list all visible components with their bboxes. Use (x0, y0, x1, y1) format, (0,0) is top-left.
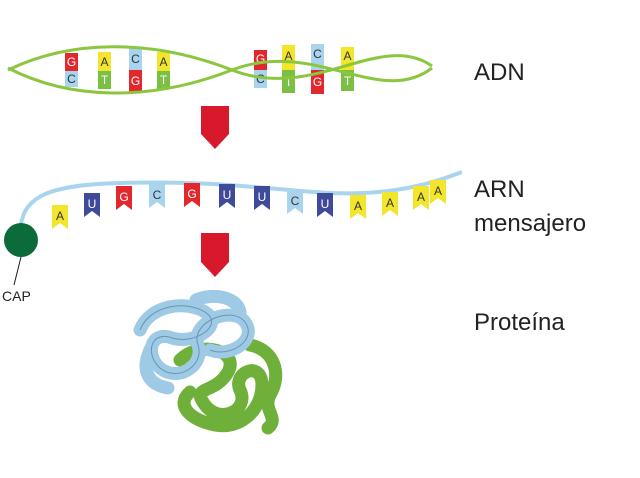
dna-base-label: C (131, 52, 140, 66)
mrna-base-4 (149, 184, 165, 208)
base-pair-dna-1-top (65, 53, 78, 71)
mrna-base-13 (430, 180, 446, 204)
mrna-base-3 (116, 186, 132, 210)
mrna-base-11 (382, 192, 398, 216)
mrna-base-label: U (321, 197, 330, 211)
mrna-base-label: U (223, 188, 232, 202)
dna-base-label: T (344, 74, 352, 88)
arrow-transcription (201, 106, 229, 149)
cap-structure (4, 223, 38, 257)
mrna-base-label: A (56, 209, 64, 223)
mrna-base-2 (84, 193, 100, 217)
mrna-base-10 (350, 195, 366, 219)
base-pair-dna-7-top (311, 44, 324, 70)
dna-base-label: A (159, 55, 167, 69)
label-mrna-line1: ARN (474, 176, 525, 203)
dna-helix-segment-2: G C A T C G A T (254, 44, 354, 94)
mrna-base-8 (287, 190, 303, 214)
arrow-translation (201, 233, 229, 277)
dna-base-label: T (160, 73, 168, 87)
dna-base-label: G (256, 52, 265, 66)
dna-base-label: T (101, 73, 109, 87)
label-dna: ADN (474, 59, 525, 86)
mrna-base-label: G (119, 190, 128, 204)
dna-base-label: C (313, 47, 322, 61)
protein-chain-blue-2 (139, 290, 247, 395)
dna-base-label: C (256, 72, 265, 86)
dna-base-label: G (313, 75, 322, 89)
dna-base-label: T (285, 75, 293, 89)
base-pair-dna-7-bottom (311, 70, 324, 94)
mrna-base-label: A (386, 196, 394, 210)
mrna-base-12 (413, 186, 429, 210)
mrna-base-label: A (417, 190, 425, 204)
mrna-base-6 (219, 184, 235, 208)
mrna-base-7 (254, 186, 270, 210)
dna-base-label: C (67, 72, 76, 86)
base-pair-dna-3-bottom (129, 70, 142, 92)
protein-structure (133, 290, 283, 435)
label-mrna-line2: mensajero (474, 210, 586, 237)
base-pair-dna-4-top (157, 52, 170, 71)
dna-helix: G C A T C G A T G C A T C G A T (7, 44, 433, 95)
protein-chain-green (173, 342, 269, 433)
mrna-base-9 (317, 193, 333, 217)
mrna-base-label: U (258, 190, 267, 204)
label-cap: CAP (2, 288, 31, 304)
protein-chain-green-2 (243, 338, 283, 435)
base-pair-dna-2-top (98, 52, 111, 71)
base-pair-dna-6-top (282, 45, 295, 70)
mrna-base-label: C (153, 188, 162, 202)
dna-strand-bottom (7, 59, 433, 95)
mrna-base-label: G (187, 187, 196, 201)
dna-base-label: G (67, 55, 76, 69)
mrna-base-5 (184, 183, 200, 207)
mrna-base-label: A (354, 199, 362, 213)
dna-base-label: G (131, 74, 140, 88)
protein-outline (139, 305, 249, 374)
dna-base-label: A (100, 55, 108, 69)
cap-pointer-line (13, 256, 22, 286)
mrna-base-label: A (434, 184, 442, 198)
base-pair-dna-4-bottom (157, 71, 170, 89)
base-pair-dna-2-bottom (98, 71, 111, 89)
label-protein: Proteína (474, 309, 565, 336)
mrna-backbone (18, 170, 463, 233)
mrna-base-label: U (88, 197, 97, 211)
dna-base-label: A (343, 49, 351, 63)
base-pair-dna-6-bottom (282, 70, 295, 93)
mrna-base-label: C (291, 194, 300, 208)
mrna-base-1 (52, 205, 68, 229)
base-pair-dna-5-bottom (254, 70, 267, 88)
dna-base-label: A (284, 49, 292, 63)
base-pair-dna-5-top (254, 50, 267, 70)
base-pair-dna-3-top (129, 48, 142, 70)
dna-helix-segment-1: G C A T C G A T (65, 48, 170, 92)
base-pair-dna-1-bottom (65, 71, 78, 87)
